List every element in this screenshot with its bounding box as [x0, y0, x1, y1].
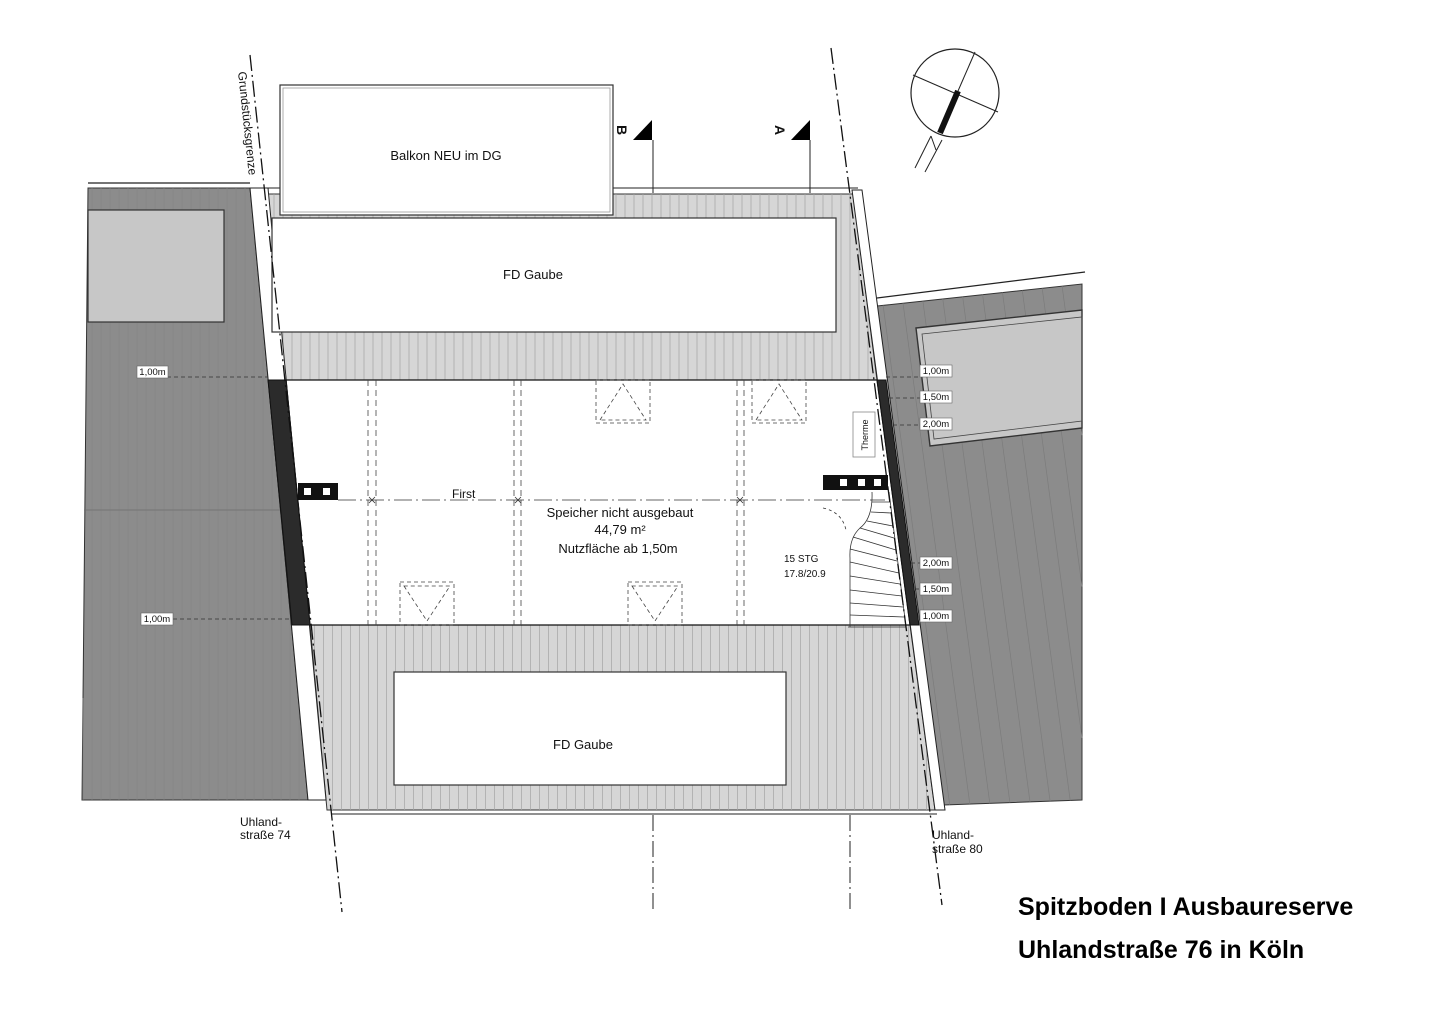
chimney-right-flue [874, 479, 881, 486]
dimension-box [919, 417, 953, 431]
ridge-label: First [452, 487, 476, 501]
balcony: Balkon NEU im DG [279, 84, 614, 216]
drawing-subtitle: Uhlandstraße 76 in Köln [1018, 936, 1304, 964]
section-a-arrow [791, 120, 810, 140]
right-neighbor-skylight [915, 309, 1083, 447]
dimension-value: 1,50m [923, 584, 949, 595]
dimension-box [919, 556, 953, 570]
left-neighbor-label-line2: straße 74 [240, 828, 291, 842]
dimension-value: 2,00m [923, 419, 949, 430]
roof-window-symbol [599, 383, 647, 421]
dimensions-right-bottom: 2,00m 1,50m 1,00m [911, 556, 953, 623]
dimension-box [136, 365, 169, 379]
north-arrow-needle-thick [937, 89, 961, 135]
attic-floor [285, 379, 911, 626]
drawing-title: Spitzboden I Ausbaureserve [1018, 893, 1353, 921]
chimney-right-flue [858, 479, 865, 486]
dimension-box [919, 609, 953, 623]
left-neighbor-building [81, 182, 309, 801]
balcony-outline [279, 84, 614, 216]
ridge-rafter-marks [368, 496, 744, 504]
dormer-top-label: FD Gaube [503, 267, 563, 282]
boiler: Therme [852, 411, 876, 458]
party-walls [249, 187, 946, 811]
property-line-left [249, 54, 343, 913]
dimension-box [919, 364, 953, 378]
hatch-line [902, 303, 971, 805]
dimension-box [140, 612, 174, 626]
dimensions-right-top: 1,00m 1,50m 2,00m [886, 364, 953, 431]
boiler-outline [852, 411, 876, 458]
north-arrow-needle-thin [957, 51, 976, 92]
right-neighbor-label-line1: Uhland- [932, 828, 974, 842]
dimension-left-bottom: 1,00m [140, 612, 292, 626]
roof-window-symbol [755, 383, 803, 421]
right-neighbor-label-line2: straße 80 [932, 842, 983, 856]
roof-windows [399, 379, 807, 626]
dimension-left-top: 1,00m [136, 365, 268, 379]
dormer-bottom-label: FD Gaube [553, 737, 613, 752]
right-neighbor-label: Uhland- straße 80 [932, 828, 983, 856]
dimension-value: 1,50m [923, 392, 949, 403]
right-neighbor-building [876, 271, 1086, 806]
section-b-label: B [614, 125, 630, 135]
section-a-label: A [772, 125, 788, 135]
balcony-label: Balkon NEU im DG [390, 148, 501, 163]
north-arrow-circle [910, 48, 1000, 138]
dimension-value: 1,00m [923, 611, 949, 622]
drawing-title-block: Spitzboden I Ausbaureserve Uhlandstraße … [1018, 893, 1353, 964]
right-neighbor-eave-line [876, 271, 1086, 299]
chimney-right-body [823, 475, 888, 490]
roof-window-symbol [631, 585, 679, 622]
dimension-value: 1,00m [923, 366, 949, 377]
north-arrow-n-symbol [914, 135, 943, 173]
section-b-arrow [633, 120, 652, 140]
dormer-top-outline [271, 217, 837, 333]
right-neighbor-skylight-inner [921, 316, 1083, 440]
left-firewall [267, 379, 311, 626]
dimension-value: 1,00m [144, 614, 170, 625]
section-marker-a: A [772, 120, 851, 910]
hatch-line [882, 305, 951, 805]
chimney-right-flue [840, 479, 847, 486]
left-neighbor-label: Uhland- straße 74 [240, 815, 291, 842]
dimension-box [919, 390, 953, 404]
roof-window-symbol [403, 585, 451, 622]
dormer-top: FD Gaube [271, 217, 837, 333]
ridge-line: First [338, 487, 885, 504]
left-neighbor-label-line1: Uhland- [240, 815, 282, 829]
right-firewall [876, 379, 920, 626]
north-arrow [910, 48, 1000, 173]
chimney-left-body [298, 483, 338, 500]
stair-treads [849, 501, 905, 618]
chimney-left-flue [304, 488, 311, 495]
stair-rise-run-label: 17.8/20.9 [784, 569, 826, 580]
dormer-bottom: FD Gaube [393, 671, 787, 786]
dimension-value: 2,00m [923, 558, 949, 569]
section-marker-b: B [614, 120, 654, 910]
stair-walking-line [822, 507, 847, 531]
dimension-box [919, 582, 953, 596]
room-area: 44,79 m² [594, 522, 646, 537]
chimney-left-flue [323, 488, 330, 495]
dormer-bottom-outline [393, 671, 787, 786]
room-usable-note: Nutzfläche ab 1,50m [558, 541, 677, 556]
stair-steps-label: 15 STG [784, 554, 819, 565]
balcony-inner-outline [282, 87, 611, 213]
boiler-label: Therme [860, 419, 870, 450]
room-name: Speicher nicht ausgebaut [547, 505, 694, 520]
room-label: Speicher nicht ausgebaut 44,79 m² Nutzfl… [547, 505, 694, 556]
chimney-left [298, 483, 338, 500]
left-neighbor-skylight [87, 209, 225, 323]
property-lines [249, 47, 943, 913]
stair-inner-stringer [849, 491, 873, 627]
chimney-right [823, 475, 888, 490]
property-line-right [830, 47, 943, 906]
dimension-value: 1,00m [139, 367, 165, 378]
